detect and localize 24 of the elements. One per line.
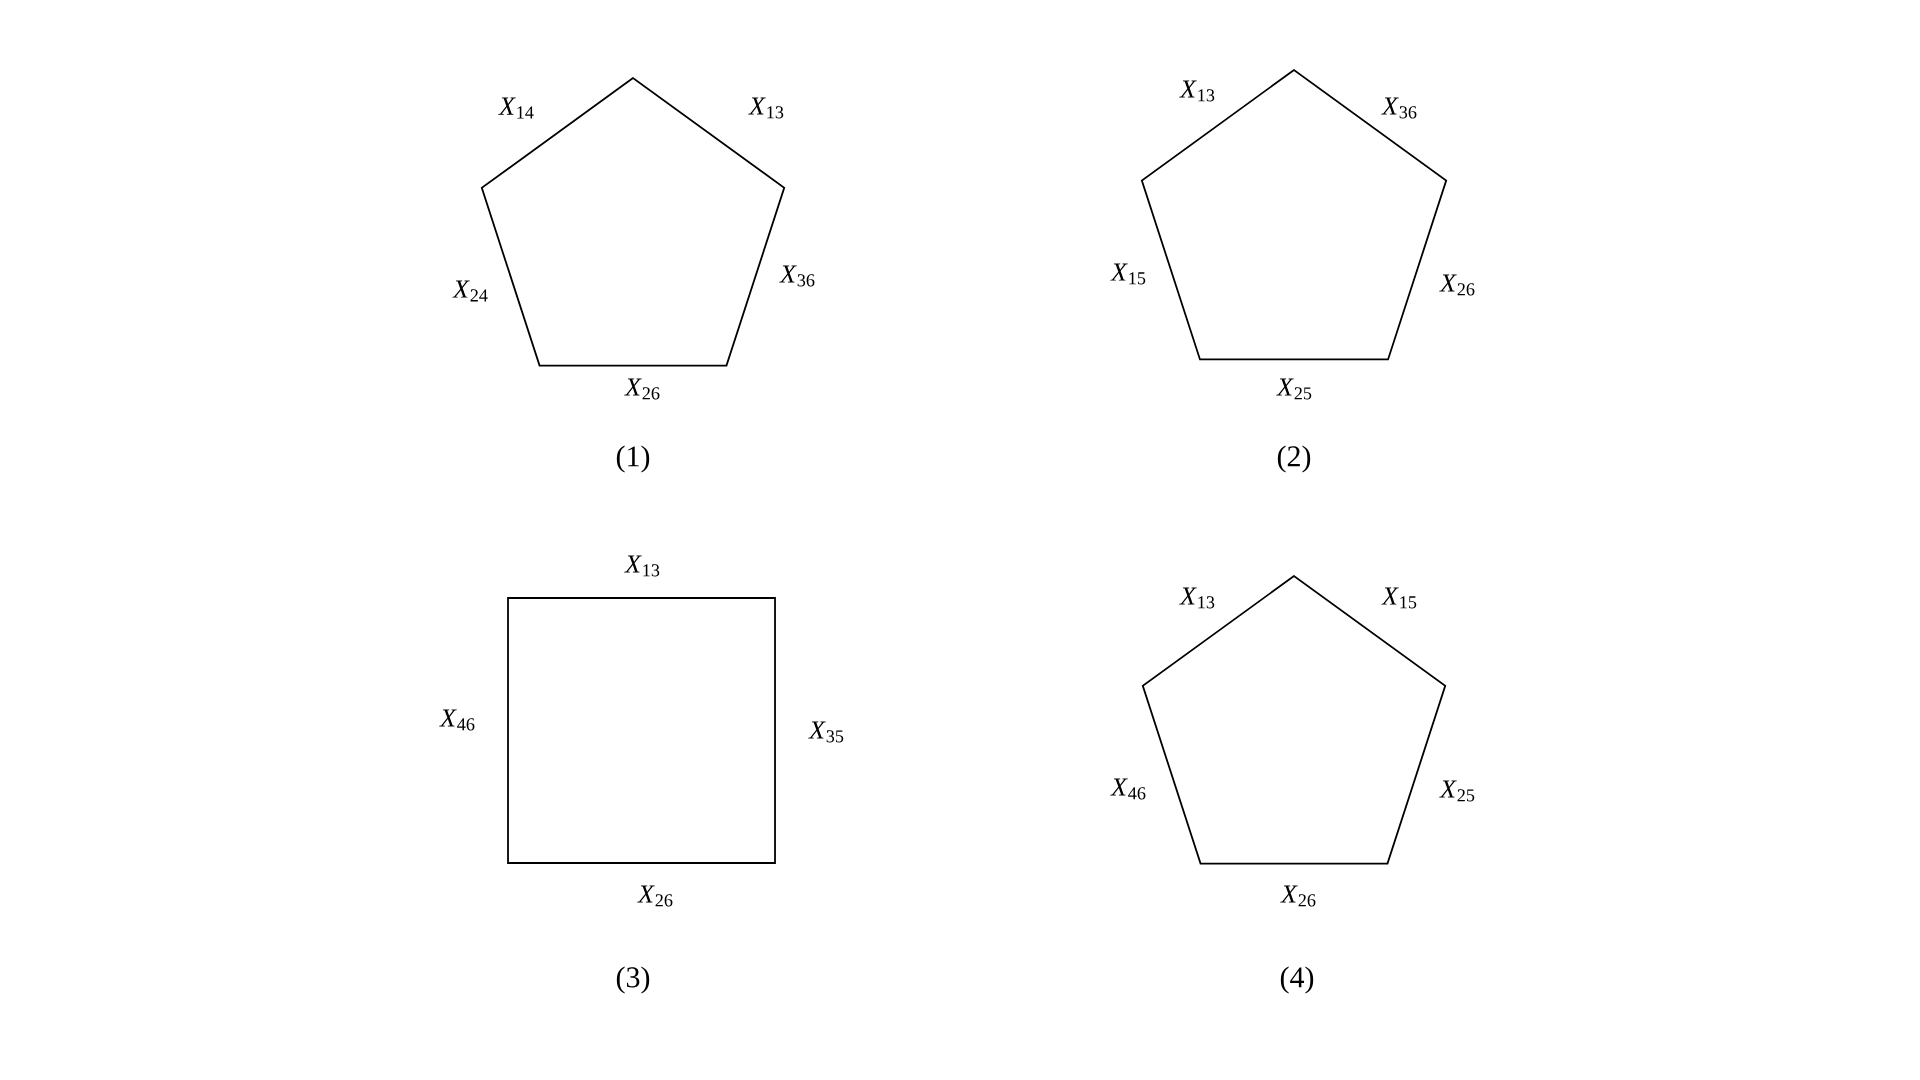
figure-number: (1) [616,445,650,473]
side-label: X$_{36}$ [779,265,815,287]
side-label: X$_{26}$ [1439,274,1475,296]
side-label: X$_{15}$ [1110,263,1146,285]
figure-number: (3) [616,966,650,994]
side-label: X$_{46}$ [439,709,475,731]
square-outline [507,597,776,864]
side-label: X$_{36}$ [1381,97,1417,119]
side-label: X$_{26}$ [1280,885,1316,907]
side-label: X$_{13}$ [624,555,660,577]
side-label: X$_{13}$ [1179,587,1215,609]
side-label: X$_{25}$ [1439,780,1475,802]
figure-number: (2) [1277,445,1311,473]
side-label: X$_{13}$ [748,97,784,119]
side-label: X$_{15}$ [1381,587,1417,609]
side-label: X$_{26}$ [637,885,673,907]
figure-number: (4) [1280,966,1314,994]
side-label: X$_{26}$ [624,378,660,400]
side-label: X$_{24}$ [452,280,488,302]
side-label: X$_{25}$ [1276,378,1312,400]
side-label: X$_{35}$ [808,721,844,743]
side-label: X$_{46}$ [1110,778,1146,800]
side-label: X$_{14}$ [498,97,534,119]
side-label: X$_{13}$ [1179,80,1215,102]
